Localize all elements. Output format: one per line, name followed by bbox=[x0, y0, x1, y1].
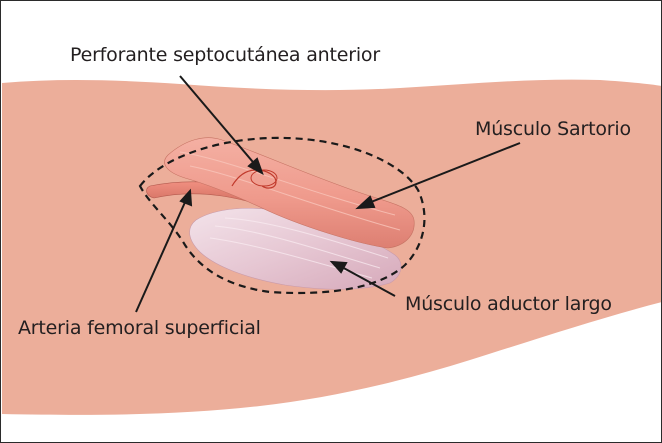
diagram-canvas: Perforante septocutánea anterior Músculo… bbox=[0, 0, 662, 443]
image-border bbox=[0, 0, 662, 443]
